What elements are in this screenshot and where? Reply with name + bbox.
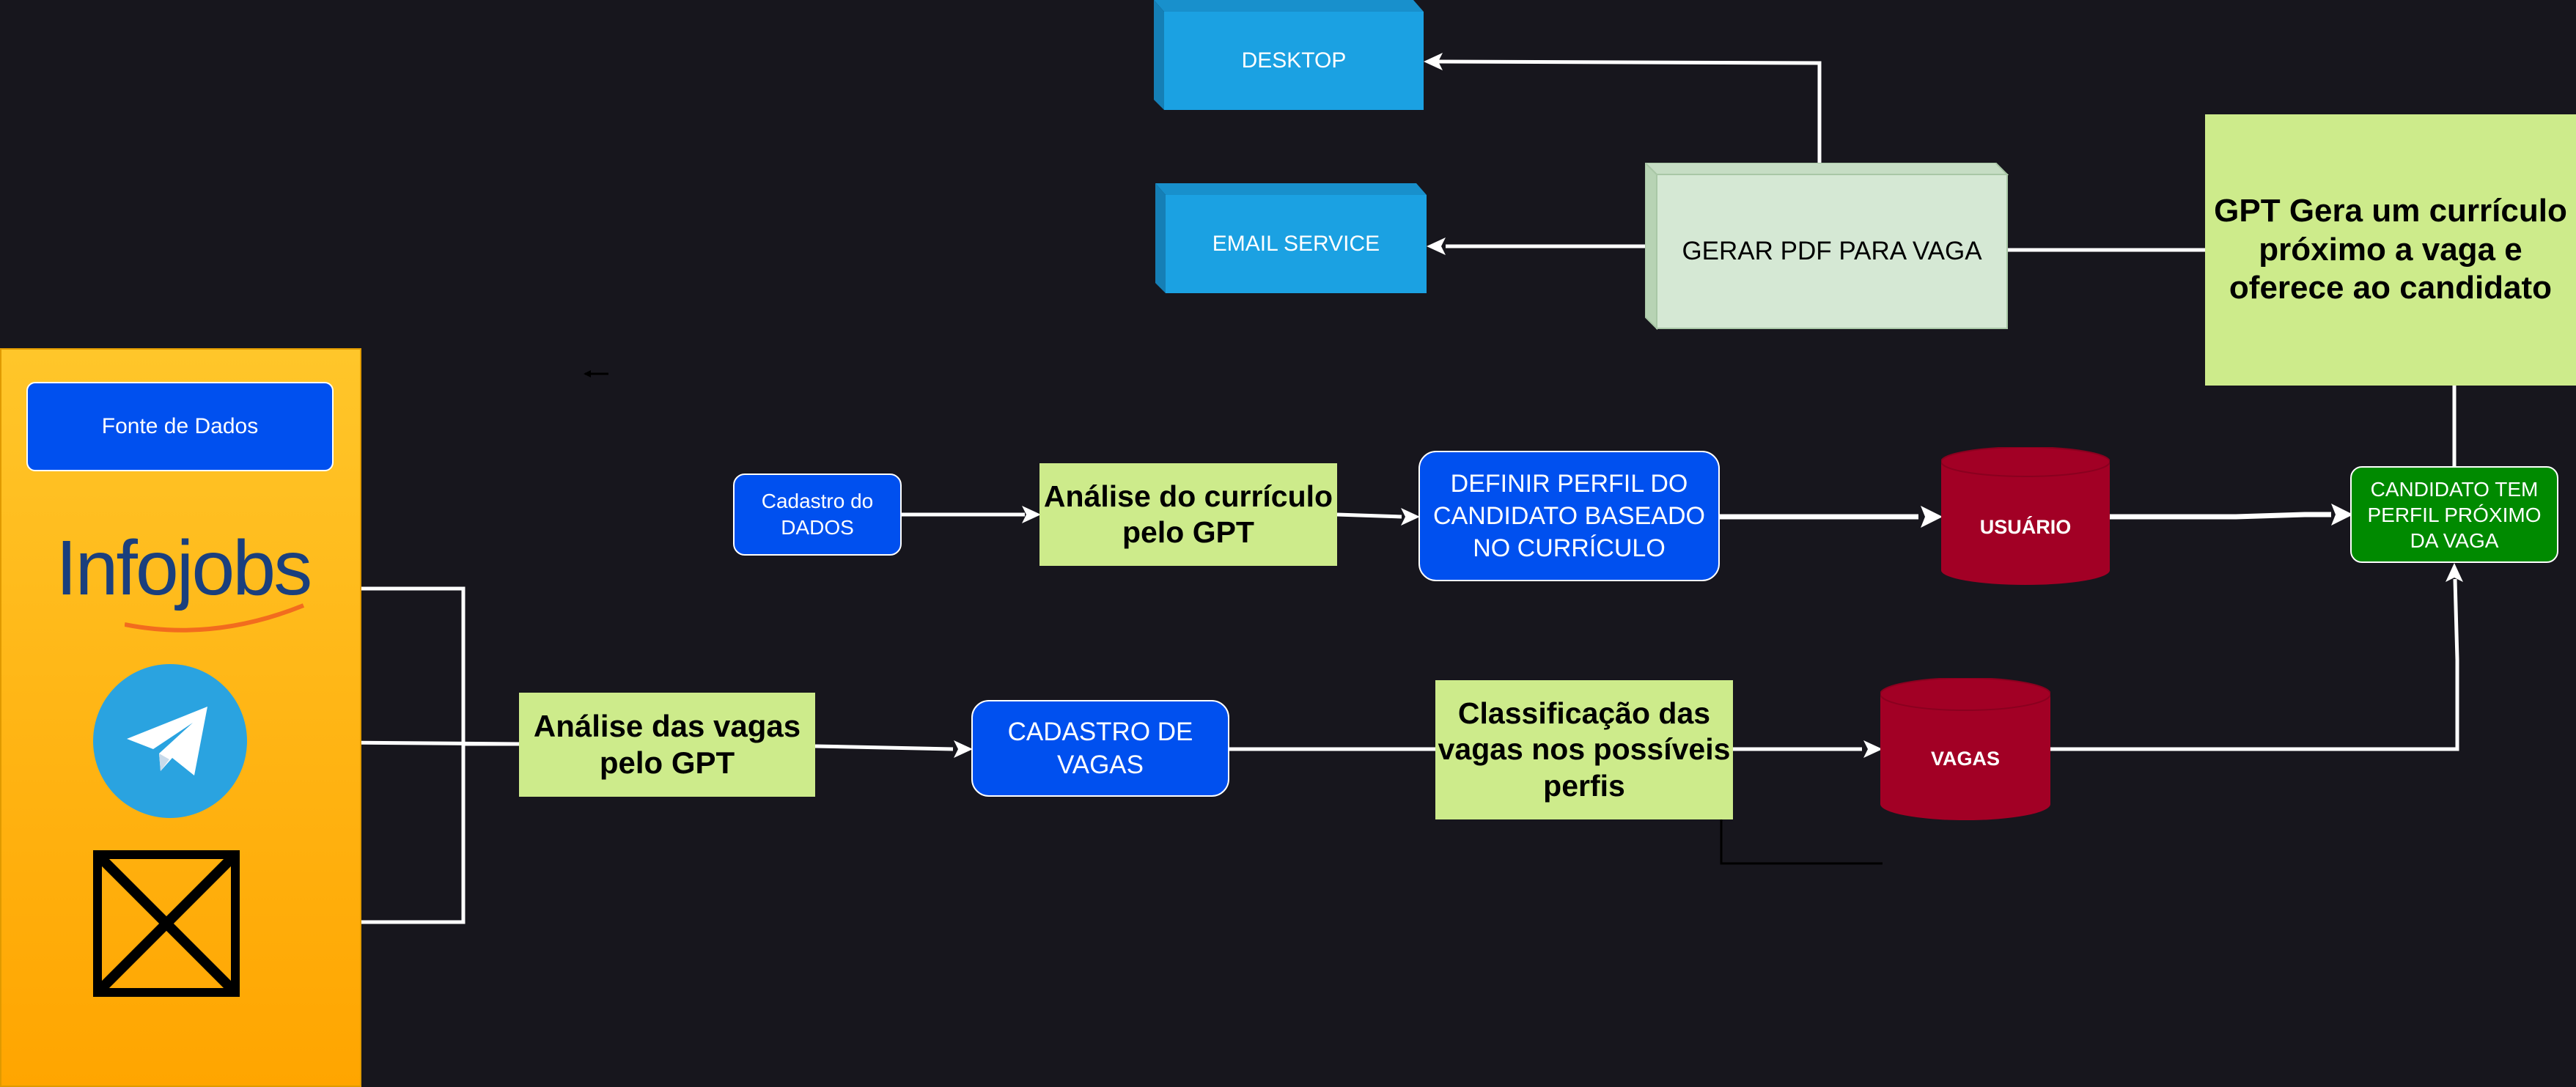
arrowhead-analise-curriculo bbox=[1022, 506, 1041, 523]
edge-vagas-candidato bbox=[2050, 578, 2459, 751]
infojobs-swoosh-icon bbox=[125, 603, 305, 633]
edge-analise-definir bbox=[1336, 512, 1402, 519]
gerar-pdf-node: GERAR PDF PARA VAGA bbox=[1682, 237, 1982, 265]
edge-classificacao-underline bbox=[1720, 818, 1883, 865]
arrowhead-desktop bbox=[1424, 53, 1443, 70]
desktop-3d-box bbox=[1154, 0, 1424, 110]
infojobs-logo: Infojobs bbox=[56, 525, 312, 611]
edge-analise-cadastro-vagas bbox=[814, 744, 954, 751]
telegram-icon bbox=[93, 664, 247, 818]
edge-pdf-desktop bbox=[1438, 59, 1822, 163]
classificacao-node: Classificação das vagas nos possíveis pe… bbox=[1435, 680, 1733, 819]
arrowhead-usuario bbox=[1921, 506, 1943, 528]
arrowhead-candidato bbox=[2446, 563, 2463, 582]
definir-perfil-node: DEFINIR PERFIL DO CANDIDATO BASEADO NO C… bbox=[1418, 451, 1720, 581]
email-service-node: EMAIL SERVICE bbox=[1212, 232, 1380, 256]
missing-image-icon bbox=[93, 850, 240, 997]
stray-arrow-icon bbox=[584, 370, 608, 377]
arrowhead-cadastro-vagas bbox=[954, 740, 973, 758]
data-sources-label: Fonte de Dados bbox=[26, 382, 334, 471]
email-service-3d-box bbox=[1155, 183, 1427, 293]
cadastro-dados-node: Cadastro do DADOS bbox=[733, 474, 902, 556]
arrowhead-candidato-perfil bbox=[2331, 504, 2353, 526]
cadastro-vagas-node: CADASTRO DE VAGAS bbox=[971, 700, 1229, 797]
edge-usuario-candidato bbox=[2110, 512, 2331, 520]
vagas-database-label: VAGAS bbox=[1930, 747, 2000, 770]
arrowhead-email bbox=[1427, 237, 1446, 255]
arrowhead-definir bbox=[1401, 508, 1420, 526]
candidato-perfil-node: CANDIDATO TEM PERFIL PRÓXIMO DA VAGA bbox=[2350, 466, 2558, 563]
vagas-database-icon bbox=[1880, 678, 2050, 820]
analise-curriculo-node: Análise do currículo pelo GPT bbox=[1039, 463, 1337, 566]
usuario-database-label: USUÁRIO bbox=[1979, 515, 2072, 538]
gpt-gera-curriculo-node: GPT Gera um currículo próximo a vaga e o… bbox=[2205, 114, 2576, 386]
desktop-node: DESKTOP bbox=[1241, 48, 1347, 73]
analise-vagas-node: Análise das vagas pelo GPT bbox=[519, 693, 815, 797]
arrowhead-vagas-db bbox=[1863, 740, 1883, 758]
gerar-pdf-3d-box bbox=[1645, 163, 2009, 330]
usuario-database-icon bbox=[1941, 447, 2110, 585]
